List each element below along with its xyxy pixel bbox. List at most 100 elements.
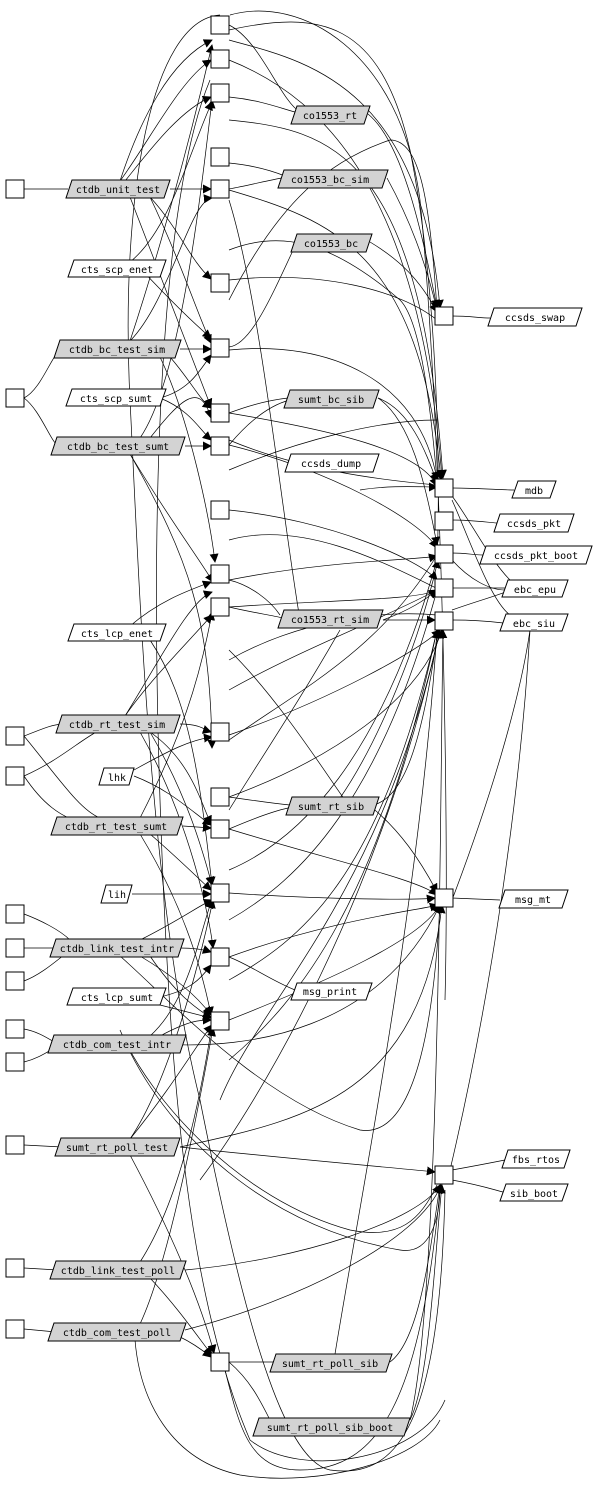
node-fbs-rtos[interactable]: fbs_rtos	[501, 1149, 571, 1169]
svg-text:sumt_rt_sib: sumt_rt_sib	[298, 802, 364, 813]
graph-node-box[interactable]	[210, 1011, 230, 1031]
svg-text:co1553_bc: co1553_bc	[304, 239, 358, 250]
node-cts-scp-sumt[interactable]: cts_scp_sumt	[65, 388, 167, 407]
node-co1553-rt[interactable]: co1553_rt	[290, 105, 371, 125]
graph-node-box[interactable]	[5, 1052, 25, 1072]
graph-node-box[interactable]	[434, 478, 454, 498]
svg-text:co1553_rt: co1553_rt	[303, 111, 357, 122]
node-ctdb-rt-test-sim[interactable]: ctdb_rt_test_sim	[55, 714, 181, 734]
graph-node-box[interactable]	[5, 726, 25, 746]
svg-text:ccsds_swap: ccsds_swap	[505, 313, 565, 324]
graph-node-box[interactable]	[5, 938, 25, 958]
node-sumt-rt-poll-test[interactable]: sumt_rt_poll_test	[54, 1137, 181, 1157]
graph-node-box[interactable]	[210, 436, 230, 456]
svg-text:ctdb_com_test_intr: ctdb_com_test_intr	[63, 1040, 171, 1051]
graph-node-box[interactable]	[210, 147, 230, 167]
node-ctdb-rt-test-sumt[interactable]: ctdb_rt_test_sumt	[50, 816, 184, 836]
graph-node-box[interactable]	[434, 511, 454, 531]
graph-node-box[interactable]	[210, 338, 230, 358]
node-cts-scp-enet[interactable]: cts_scp_enet	[67, 259, 167, 278]
node-ccsds-dump[interactable]: ccsds_dump	[284, 453, 380, 473]
graph-node-box[interactable]	[210, 403, 230, 423]
graph-node-box[interactable]	[210, 273, 230, 293]
node-co1553-rt-sim[interactable]: co1553_rt_sim	[277, 609, 384, 629]
svg-text:ebc_epu: ebc_epu	[514, 585, 556, 596]
svg-text:lhk: lhk	[108, 773, 126, 784]
node-ctdb-link-test-intr[interactable]: ctdb_link_test_intr	[49, 938, 185, 958]
graph-node-box[interactable]	[5, 1319, 25, 1339]
svg-text:msg_print: msg_print	[303, 987, 357, 998]
node-lih[interactable]: lih	[100, 884, 133, 904]
graph-node-box[interactable]	[210, 49, 230, 69]
graph-node-box[interactable]	[210, 564, 230, 584]
svg-text:lih: lih	[108, 890, 126, 901]
graph-node-box[interactable]	[434, 306, 454, 326]
node-ccsds-pkt-boot[interactable]: ccsds_pkt_boot	[479, 545, 593, 565]
svg-text:ccsds_pkt: ccsds_pkt	[507, 519, 561, 530]
graph-node-box[interactable]	[5, 1258, 25, 1278]
graph-node-box[interactable]	[210, 15, 230, 35]
svg-text:cts_scp_sumt: cts_scp_sumt	[80, 394, 152, 405]
edge-layer	[23, 10, 531, 1479]
node-sib-boot[interactable]: sib_boot	[499, 1183, 569, 1202]
svg-text:ctdb_bc_test_sumt: ctdb_bc_test_sumt	[67, 442, 169, 453]
node-lhk[interactable]: lhk	[98, 767, 135, 786]
svg-text:sumt_rt_poll_test: sumt_rt_poll_test	[66, 1143, 168, 1154]
node-sumt-rt-poll-sib-boot[interactable]: sumt_rt_poll_sib_boot	[252, 1417, 411, 1437]
graph-node-box[interactable]	[434, 611, 454, 631]
graph-node-box[interactable]	[5, 766, 25, 786]
graph-node-box[interactable]	[5, 971, 25, 991]
node-ccsds-pkt[interactable]: ccsds_pkt	[493, 513, 575, 533]
graph-node-box[interactable]	[5, 904, 25, 924]
node-ebc-epu[interactable]: ebc_epu	[501, 579, 569, 598]
graph-node-box[interactable]	[210, 1352, 230, 1372]
graph-node-box[interactable]	[210, 787, 230, 807]
svg-text:sumt_bc_sib: sumt_bc_sib	[298, 395, 364, 406]
node-ctdb-com-test-intr[interactable]: ctdb_com_test_intr	[47, 1034, 187, 1054]
graph-node-box[interactable]	[210, 83, 230, 103]
node-co1553-bc[interactable]: co1553_bc	[290, 233, 373, 253]
graph-node-box[interactable]	[210, 883, 230, 903]
node-msg-mt[interactable]: msg_mt	[498, 889, 569, 909]
graph-node-box[interactable]	[5, 1019, 25, 1039]
left-box-column	[5, 179, 25, 1339]
svg-text:fbs_rtos: fbs_rtos	[512, 1155, 560, 1166]
graph-node-box[interactable]	[5, 1135, 25, 1155]
label-node-layer: ctdb_unit_test cts_scp_enet ctdb_bc_test…	[47, 105, 593, 1437]
node-sumt-bc-sib[interactable]: sumt_bc_sib	[283, 389, 380, 409]
graph-node-box[interactable]	[434, 1165, 454, 1185]
graph-node-box[interactable]	[434, 888, 454, 908]
node-ctdb-link-test-poll[interactable]: ctdb_link_test_poll	[49, 1260, 187, 1280]
node-ctdb-com-test-poll[interactable]: ctdb_com_test_poll	[47, 1322, 187, 1342]
node-cts-lcp-sumt[interactable]: cts_lcp_sumt	[66, 987, 167, 1006]
svg-text:ccsds_pkt_boot: ccsds_pkt_boot	[494, 551, 578, 562]
middle-box-column	[210, 15, 230, 1372]
graph-node-box[interactable]	[210, 947, 230, 967]
graph-node-box[interactable]	[210, 722, 230, 742]
node-mdb[interactable]: mdb	[511, 480, 557, 499]
graph-node-box[interactable]	[210, 819, 230, 839]
node-co1553-bc-sim[interactable]: co1553_bc_sim	[277, 169, 389, 189]
graph-node-box[interactable]	[210, 500, 230, 520]
svg-text:mdb: mdb	[525, 486, 543, 497]
graph-node-box[interactable]	[210, 179, 230, 199]
node-ccsds-swap[interactable]: ccsds_swap	[487, 307, 583, 327]
node-ebc-siu[interactable]: ebc_siu	[499, 613, 569, 632]
graph-node-box[interactable]	[210, 597, 230, 617]
graph-node-box[interactable]	[434, 544, 454, 564]
svg-text:ebc_siu: ebc_siu	[513, 619, 555, 630]
node-msg-print[interactable]: msg_print	[290, 982, 373, 1001]
graph-node-box[interactable]	[5, 388, 25, 408]
svg-text:cts_lcp_sumt: cts_lcp_sumt	[81, 993, 153, 1004]
node-cts-lcp-enet[interactable]: cts_lcp_enet	[67, 623, 167, 642]
graph-node-box[interactable]	[5, 179, 25, 199]
node-sumt-rt-poll-sib[interactable]: sumt_rt_poll_sib	[269, 1353, 393, 1373]
graph-node-box[interactable]	[434, 578, 454, 598]
node-sumt-rt-sib[interactable]: sumt_rt_sib	[285, 796, 380, 816]
svg-text:ctdb_bc_test_sim: ctdb_bc_test_sim	[69, 345, 165, 356]
node-ctdb-bc-test-sumt[interactable]: ctdb_bc_test_sumt	[50, 436, 186, 456]
svg-text:ctdb_rt_test_sumt: ctdb_rt_test_sumt	[65, 822, 167, 833]
node-ctdb-unit-test[interactable]: ctdb_unit_test	[65, 179, 171, 199]
node-ctdb-bc-test-sim[interactable]: ctdb_bc_test_sim	[53, 339, 182, 359]
